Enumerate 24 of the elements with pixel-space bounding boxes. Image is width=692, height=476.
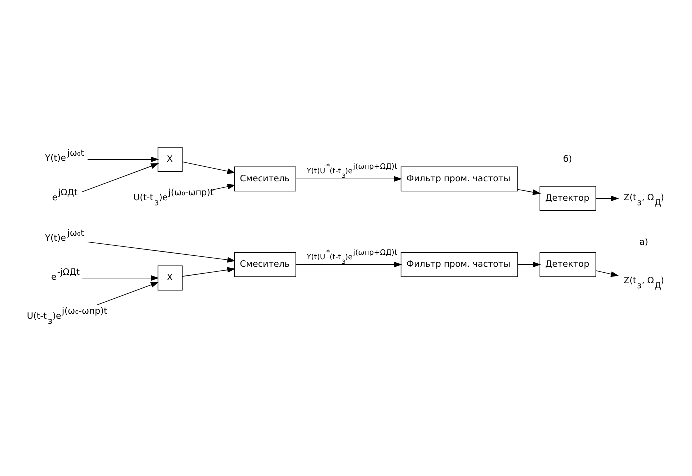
arrow — [518, 188, 542, 195]
arrow — [212, 184, 236, 190]
arrow — [96, 282, 160, 306]
arrow — [182, 266, 236, 276]
arrow — [296, 176, 402, 182]
arrow — [596, 195, 620, 202]
node-box: X — [158, 146, 183, 172]
label: б) — [563, 154, 572, 164]
arrow — [296, 261, 402, 268]
node-box: Фильтр пром. частоты — [400, 166, 518, 192]
node-box: Смеситель — [234, 252, 296, 277]
node-box: X — [158, 265, 183, 290]
arrow — [88, 241, 236, 262]
arrow — [596, 270, 620, 277]
node-box: Детектор — [540, 252, 596, 277]
arrow — [518, 261, 542, 268]
node-box: Фильтр пром. частоты — [400, 252, 518, 277]
arrow — [182, 161, 236, 174]
arrow — [82, 163, 160, 192]
label: а) — [640, 237, 648, 248]
node-box: Смеситель — [234, 166, 296, 192]
node-box: Детектор — [540, 186, 596, 211]
arrow — [88, 156, 160, 162]
arrow — [82, 274, 160, 281]
